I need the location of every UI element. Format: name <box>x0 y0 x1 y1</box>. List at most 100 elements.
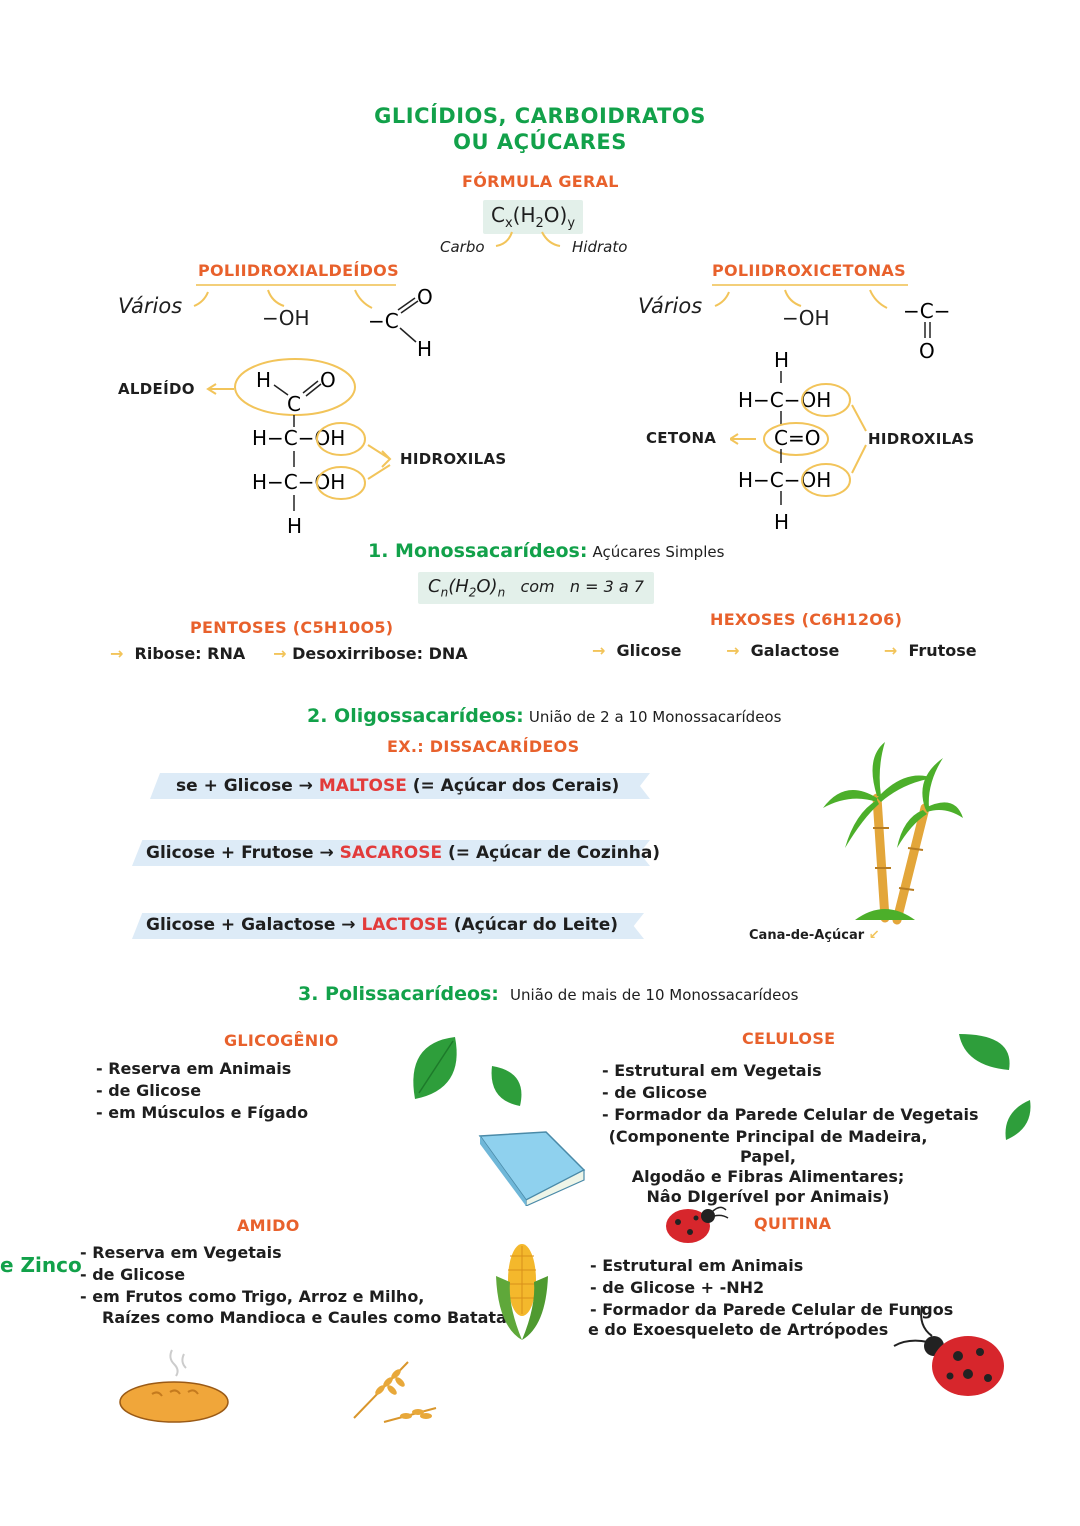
reaction-product: SACAROSE <box>339 843 443 863</box>
reaction-note: (= Açúcar de Cozinha) <box>448 843 661 863</box>
reaction-band <box>132 840 650 866</box>
list-item: de Glicose <box>96 1080 308 1102</box>
svg-text:H: H <box>287 514 302 538</box>
celulose-list: Estrutural em Vegetais de Glicose Formad… <box>602 1060 979 1126</box>
general-formula-label: FÓRMULA GERAL <box>462 172 619 191</box>
quitina-list: Estrutural em Animais de Glicose + -NH2 … <box>590 1255 953 1321</box>
pentoses-title: PENTOSES (C5H10O5) <box>190 618 394 637</box>
title-line-2: OU AÇÚCARES <box>453 130 627 154</box>
reaction-product: MALTOSE <box>318 776 407 796</box>
aldehyde-hidroxilas-label: HIDROXILAS <box>400 450 507 468</box>
reaction-band <box>132 913 644 939</box>
mono-formula-com: com <box>520 577 555 596</box>
ketones-varios: Vários <box>638 294 703 318</box>
hexose-item: Frutose <box>908 641 977 660</box>
svg-text:−C−: −C− <box>903 299 950 323</box>
leaf-icon <box>491 1066 522 1106</box>
hexose-item: Galactose <box>750 641 840 660</box>
leaf-icon <box>413 1037 457 1099</box>
pentoses-list: → Ribose: RNA → Desoxirribose: DNA <box>110 644 468 663</box>
amido-title: AMIDO <box>237 1216 300 1235</box>
ketone-structure: H H−C−OH C=O H−C−OH H <box>730 348 867 534</box>
reaction-band <box>150 773 650 799</box>
list-item: em Músculos e Fígado <box>96 1102 308 1124</box>
glicogenio-title: GLICOGÊNIO <box>224 1031 339 1050</box>
general-formula: Cx(H2O)y <box>483 200 584 234</box>
poly-subtitle: União de mais de 10 Monossacarídeos <box>510 986 799 1004</box>
edge-label: e Zinco <box>0 1253 82 1277</box>
mono-formula-n: n = 3 a 7 <box>569 577 644 596</box>
reaction-left: Glicose + Galactose → <box>146 915 356 935</box>
oligo-example-label: EX.: DISSACARÍDEOS <box>387 737 580 756</box>
svg-text:H−C−OH: H−C−OH <box>252 426 345 450</box>
celulose-note-line: Algodão e Fibras Alimentares; <box>631 1167 905 1186</box>
celulose-title: CELULOSE <box>742 1029 836 1048</box>
hexoses-list: → Glicose → Galactose → Frutose <box>592 641 977 660</box>
svg-text:H: H <box>774 510 789 534</box>
reaction-left: se + Glicose → <box>176 776 313 796</box>
glicogenio-list: Reserva em Animais de Glicose em Músculo… <box>96 1058 308 1124</box>
list-item: Estrutural em Vegetais <box>602 1060 979 1082</box>
svg-text:H: H <box>256 368 271 392</box>
cane-caption-text: Cana-de-Açúcar <box>749 928 865 943</box>
svg-text:H−C−OH: H−C−OH <box>738 468 831 492</box>
list-item: Estrutural em Animais <box>590 1255 953 1277</box>
oligo-subtitle: União de 2 a 10 Monossacarídeos <box>528 708 782 726</box>
list-item: em Frutos como Trigo, Arroz e Milho, <box>80 1286 424 1308</box>
list-item: de Glicose <box>80 1264 424 1286</box>
cetona-label: CETONA <box>646 429 717 447</box>
mono-title: 1. Monossacarídeos: <box>368 540 588 562</box>
svg-text:−C: −C <box>368 309 399 333</box>
list-item: de Glicose <box>602 1082 979 1104</box>
hexoses-title: HEXOSES (C6H12O6) <box>710 610 903 629</box>
mono-formula: Cn(H2O)n com n = 3 a 7 <box>418 572 654 604</box>
reaction-note: (Açúcar do Leite) <box>453 915 619 935</box>
aldehydes-oh: −OH <box>262 306 310 330</box>
reaction-note: (= Açúcar dos Cerais) <box>412 776 620 796</box>
aldehydes-bracket <box>196 284 396 296</box>
poly-title: 3. Polissacarídeos: <box>298 983 499 1005</box>
celulose-note: (Componente Principal de Madeira, Papel,… <box>598 1127 938 1207</box>
quitina-title: QUITINA <box>754 1214 832 1233</box>
ketones-oh: −OH <box>782 306 830 330</box>
aldehyde-group-drawing: −C O H <box>193 285 433 361</box>
ketone-hidroxilas-label: HIDROXILAS <box>868 430 975 448</box>
aldeido-label: ALDEÍDO <box>118 380 195 398</box>
list-item: de Glicose + -NH2 <box>590 1277 953 1299</box>
book-icon <box>478 1131 586 1206</box>
aldehydes-varios: Vários <box>118 294 183 318</box>
svg-text:H: H <box>774 348 789 372</box>
reaction-lactose: Glicose + Galactose → LACTOSE (Açúcar do… <box>146 915 618 935</box>
title-line-1: GLICÍDIOS, CARBOIDRATOS <box>374 104 706 128</box>
cane-caption: Cana-de-Açúcar ↙ <box>749 928 880 943</box>
leaf-icon <box>1005 1100 1031 1140</box>
page-title: GLICÍDIOS, CARBOIDRATOS OU AÇÚCARES <box>340 103 740 155</box>
hidrato-label: Hidrato <box>572 238 628 256</box>
reaction-maltose: se + Glicose → MALTOSE (= Açúcar dos Cer… <box>176 776 619 796</box>
svg-text:O: O <box>320 368 336 392</box>
ladybug-icon <box>666 1206 729 1243</box>
oligo-title: 2. Oligossacarídeos: <box>307 705 524 727</box>
reaction-sacarose: Glicose + Frutose → SACAROSE (= Açúcar d… <box>146 843 660 863</box>
leaf-icon <box>959 1034 1010 1070</box>
poly-heading: 3. Polissacarídeos: União de mais de 10 … <box>298 983 798 1005</box>
mono-subtitle: Açúcares Simples <box>592 543 725 561</box>
mono-heading: 1. Monossacarídeos: Açúcares Simples <box>368 540 724 562</box>
quitina-continuation: e do Exoesqueleto de Artrópodes <box>588 1320 889 1339</box>
aldehydes-title: POLIIDROXIALDEÍDOS <box>198 261 399 280</box>
amido-list: Reserva em Vegetais de Glicose em Frutos… <box>80 1242 424 1308</box>
oligo-heading: 2. Oligossacarídeos: União de 2 a 10 Mon… <box>307 705 781 727</box>
ladybug-icon <box>893 1305 1004 1396</box>
svg-text:O: O <box>417 285 433 309</box>
carbo-label: Carbo <box>440 238 485 256</box>
pentose-item: Ribose: RNA <box>134 644 246 663</box>
reaction-left: Glicose + Frutose → <box>146 843 334 863</box>
ketone-group-drawing: −C− O <box>714 289 950 363</box>
list-item: Reserva em Vegetais <box>80 1242 424 1264</box>
bread-icon <box>119 1349 229 1423</box>
amido-continuation: Raízes como Mandioca e Caules como Batat… <box>102 1308 507 1327</box>
svg-text:H: H <box>417 337 432 361</box>
ketones-bracket <box>712 284 908 296</box>
hexose-item: Glicose <box>616 641 682 660</box>
reaction-product: LACTOSE <box>361 915 448 935</box>
